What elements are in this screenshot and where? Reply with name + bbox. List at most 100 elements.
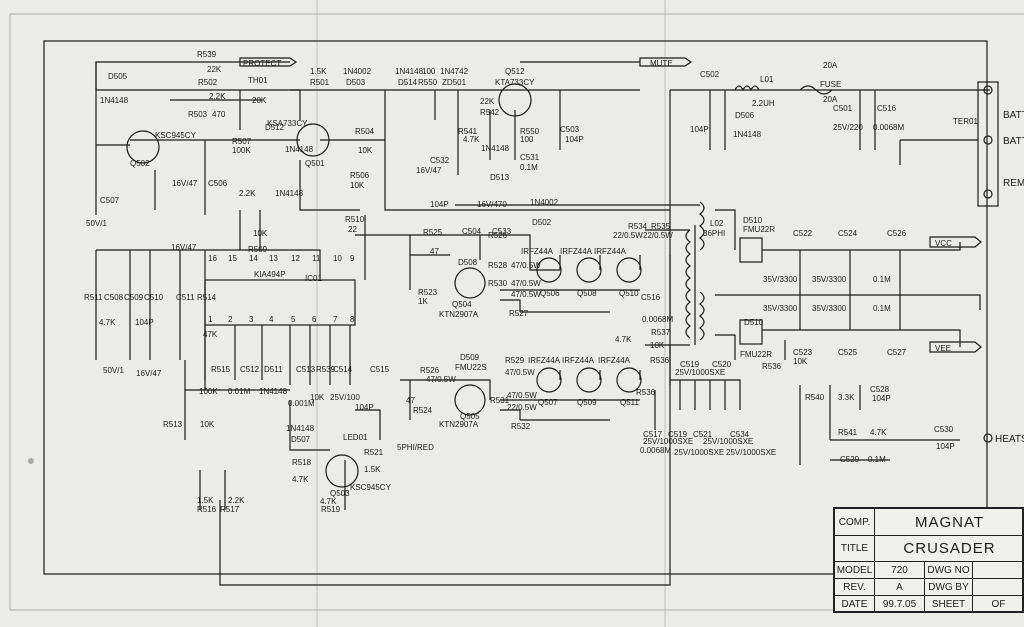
resistor-label: R518 bbox=[292, 458, 312, 467]
capacitor-value: 104P bbox=[936, 442, 955, 451]
diode-part: 1N4148 bbox=[481, 144, 510, 153]
capacitor-value: 104P bbox=[135, 318, 154, 327]
sheet-value: OF bbox=[991, 599, 1006, 610]
capacitor-label: C503 bbox=[560, 125, 580, 134]
vcc-net-label: VCC bbox=[935, 239, 952, 248]
capacitor-value: 35V/3300 bbox=[763, 275, 798, 284]
transistor-label: Q512 bbox=[505, 67, 525, 76]
capacitor-label: C514 bbox=[333, 365, 353, 374]
capacitor-value: 16V/47 bbox=[171, 243, 197, 252]
mosfet-label: Q510 bbox=[619, 289, 639, 298]
resistor-label: R534 bbox=[628, 222, 648, 231]
resistor-value: 4.7K bbox=[320, 497, 337, 506]
led-value: 5PHI/RED bbox=[397, 443, 434, 452]
transistor-q502 bbox=[126, 130, 160, 164]
capacitor-label: C526 bbox=[887, 229, 907, 238]
transistor-part: KSC945CY bbox=[155, 131, 197, 140]
fuse-rating: 20A bbox=[823, 61, 838, 70]
resistor-label: R523 bbox=[418, 288, 438, 297]
capacitor-label: C519 bbox=[680, 360, 700, 369]
resistor-value: 100K bbox=[232, 146, 251, 155]
capacitor-label: C512 bbox=[240, 365, 260, 374]
inductor-label: L01 bbox=[760, 75, 774, 84]
resistor-value: 10K bbox=[358, 146, 373, 155]
ic01-pin-number: 1 bbox=[208, 315, 213, 324]
resistor-value: 47/0.5W bbox=[511, 290, 541, 299]
terminal-label: TER01 bbox=[953, 117, 978, 126]
comp-value: MAGNAT bbox=[914, 514, 985, 531]
resistor-value: 10K bbox=[310, 393, 325, 402]
date-value: 99.7.05 bbox=[875, 596, 925, 613]
capacitor-label: C509 bbox=[124, 293, 144, 302]
capacitor-value: 104P bbox=[565, 135, 584, 144]
resistor-label: R541 bbox=[458, 127, 478, 136]
ic01-pin-number: 10 bbox=[333, 254, 342, 263]
capacitor-value: 25V/1000SXE bbox=[675, 368, 725, 377]
transistor-q503 bbox=[325, 454, 359, 488]
transistor-part: KTN2907A bbox=[439, 420, 479, 429]
diode-label: D508 bbox=[458, 258, 478, 267]
resistor-value: 22/0.5W bbox=[613, 231, 643, 240]
mosfet-q509 bbox=[576, 367, 602, 393]
capacitor-label: C510 bbox=[144, 293, 164, 302]
capacitor-label: C523 bbox=[793, 348, 813, 357]
terminal-block-ter01 bbox=[977, 81, 999, 207]
dwg-no-label: DWG NO bbox=[925, 562, 973, 579]
resistor-value: 47 bbox=[406, 396, 415, 405]
capacitor-value: 25V/1000SXE bbox=[726, 448, 776, 457]
diode-label: D502 bbox=[532, 218, 552, 227]
capacitor-label: C516 bbox=[641, 293, 661, 302]
diode-part: 1N4148 bbox=[733, 130, 762, 139]
resistor-label: R519 bbox=[321, 505, 341, 514]
resistor-value: 47/0.5W bbox=[511, 261, 541, 270]
resistor-value: 47/0.5W bbox=[505, 368, 535, 377]
resistor-label: R510 bbox=[345, 215, 365, 224]
diode-label: D507 bbox=[291, 435, 311, 444]
diode-part: FMU22R bbox=[740, 350, 772, 359]
capacitor-value: 104P bbox=[355, 403, 374, 412]
capacitor-value: 35V/3300 bbox=[763, 304, 798, 313]
capacitor-label: C501 bbox=[833, 104, 853, 113]
capacitor-value: 104P bbox=[690, 125, 709, 134]
title-block-row: COMP. MAGNAT bbox=[835, 509, 1024, 536]
transistor-label: Q502 bbox=[130, 159, 150, 168]
resistor-value: 4.7K bbox=[99, 318, 116, 327]
mosfet-part: IRFZ44A bbox=[598, 356, 631, 365]
diode-label: D510 bbox=[744, 318, 764, 327]
transistor-q505 bbox=[454, 384, 486, 416]
capacitor-label: C534 bbox=[730, 430, 750, 439]
resistor-value: 22/0.5W bbox=[507, 403, 537, 412]
capacitor-label: C528 bbox=[870, 385, 890, 394]
capacitor-value: 16V/47 bbox=[172, 179, 198, 188]
capacitor-label: C515 bbox=[370, 365, 390, 374]
model-value: 720 bbox=[875, 562, 925, 579]
ic01-pin-number: 16 bbox=[208, 254, 217, 263]
resistor-value: 3.3K bbox=[838, 393, 855, 402]
ic01-part: KIA494P bbox=[254, 270, 286, 279]
resistor-label: R542 bbox=[480, 108, 500, 117]
transistor-part: KTN2907A bbox=[439, 310, 479, 319]
resistor-label: R526 bbox=[488, 231, 508, 240]
thermistor-label: TH01 bbox=[248, 76, 268, 85]
resistor-value: 47/0.5W bbox=[426, 375, 456, 384]
capacitor-label: C529 bbox=[840, 455, 860, 464]
capacitor-value: 104P bbox=[872, 394, 891, 403]
title-label: TITLE bbox=[835, 536, 875, 562]
resistor-value: 100 bbox=[422, 67, 436, 76]
resistor-label: R529 bbox=[505, 356, 525, 365]
capacitor-value: 0.01M bbox=[228, 387, 251, 396]
title-block-row: MODEL 720 DWG NO bbox=[835, 562, 1024, 579]
resistor-label: R536 bbox=[762, 362, 782, 371]
capacitor-value: 35V/3300 bbox=[812, 275, 847, 284]
diode-part: FMU22R bbox=[743, 225, 775, 234]
transistor-label: Q503 bbox=[330, 489, 350, 498]
resistor-label: R516 bbox=[197, 505, 217, 514]
resistor-value: 1K bbox=[418, 297, 428, 306]
resistor-label: R507 bbox=[232, 137, 252, 146]
resistor-label: R531 bbox=[490, 396, 510, 405]
capacitor-label: C508 bbox=[104, 293, 124, 302]
fuse-label: FUSE bbox=[820, 80, 841, 89]
capacitor-value: 50V/1 bbox=[86, 219, 107, 228]
transformer-value: 36PHI bbox=[703, 229, 725, 238]
resistor-value: 2.2K bbox=[239, 189, 256, 198]
